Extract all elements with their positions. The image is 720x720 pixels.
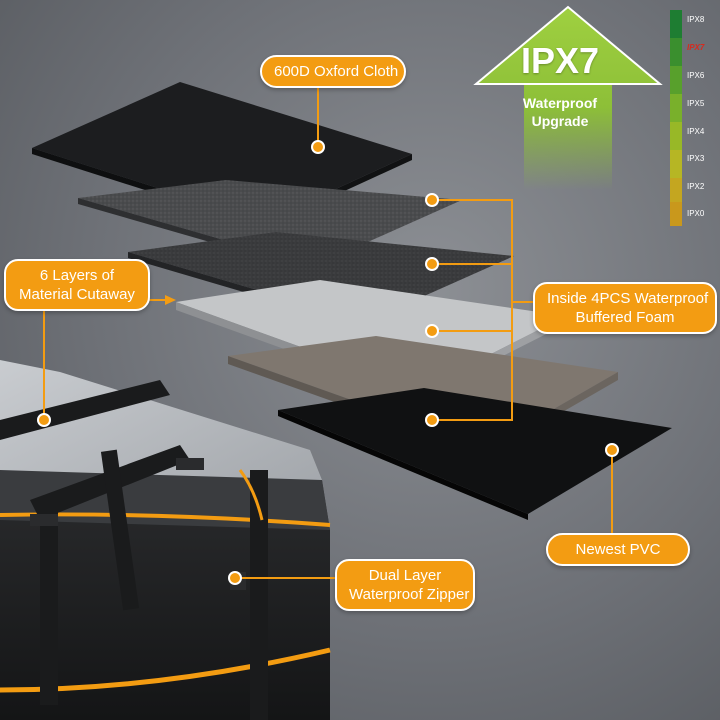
ip-scale-bar [670,10,682,226]
ipx-subtitle-line2: Upgrade [531,113,589,129]
scale-label-ipx4: IPX4 [687,127,705,136]
marker-dot [605,443,619,457]
ipx-rating-subtitle: Waterproof Upgrade [505,94,615,130]
callout-foam-line1: Inside 4PCS Waterproof [547,290,709,307]
marker-dot [425,324,439,338]
callout-pvc-label: Newest PVC [575,541,661,558]
scale-label-ipx3: IPX3 [687,154,705,163]
layer-pvc [278,388,672,520]
ipx-rating-title: IPX7 [520,40,600,81]
callout-foam-line2: Buffered Foam [575,309,675,326]
callout-zipper-line1: Dual Layer [368,567,442,584]
callout-oxford-label: 600D Oxford Cloth [274,63,399,80]
marker-dot [37,413,51,427]
scale-label-ipx2: IPX2 [687,182,705,191]
marker-dot [311,140,325,154]
callout-layers-line1: 6 Layers of [39,267,115,284]
callout-pvc: Newest PVC [546,533,690,566]
marker-dot [425,413,439,427]
callout-buffered-foam: Inside 4PCS Waterproof Buffered Foam [533,282,717,334]
arrow-right-icon [165,295,176,305]
callout-zipper-line2: Waterproof Zipper [349,586,470,603]
waterproof-arrow-icon [473,5,663,190]
scale-label-ipx5: IPX5 [687,99,705,108]
scale-label-ipx8: IPX8 [687,15,705,24]
marker-dot [228,571,242,585]
scale-label-ipx0: IPX0 [687,209,705,218]
callout-layers-cutaway: 6 Layers of Material Cutaway [4,259,150,311]
marker-dot [425,193,439,207]
marker-dots [37,140,619,585]
callout-layers-line2: Material Cutaway [19,286,135,303]
callout-oxford-cloth: 600D Oxford Cloth [260,55,406,88]
ipx-subtitle-line1: Waterproof [522,95,598,111]
scale-label-ipx7: IPX7 [687,43,705,52]
scale-label-ipx6: IPX6 [687,71,705,80]
marker-dot [425,257,439,271]
callout-zipper: Dual Layer Waterproof Zipper [335,559,475,611]
